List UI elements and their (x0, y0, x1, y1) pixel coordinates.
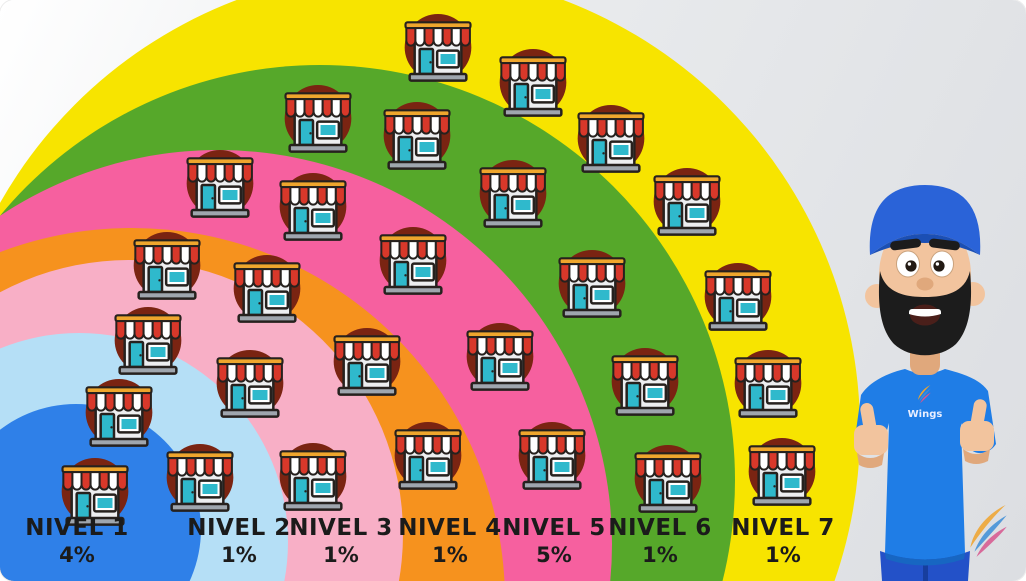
mascot-beard (878, 271, 972, 356)
mascot-nose (916, 277, 934, 291)
shirt-brand-text: Wings (908, 409, 943, 420)
store-icon (491, 39, 575, 119)
wings-logo-icon (970, 505, 1007, 557)
mascot-shirt (854, 369, 996, 566)
store-icon (550, 240, 634, 320)
store-icon (696, 253, 780, 333)
store-icon (603, 338, 687, 418)
store-icon (458, 313, 542, 393)
store-icon (396, 4, 480, 84)
store-icon (158, 434, 242, 514)
store-icon (208, 340, 292, 420)
store-icon (726, 340, 810, 420)
store-icon (371, 217, 455, 297)
store-icon (77, 369, 161, 449)
store-icon (53, 448, 137, 528)
store-icon (510, 412, 594, 492)
shirt-brand-logo: Wings (908, 385, 943, 420)
store-icon (325, 318, 409, 398)
store-icon (225, 245, 309, 325)
mascot-character: Wings (854, 185, 996, 581)
store-icon (375, 92, 459, 172)
store-icon (386, 412, 470, 492)
mascot-thumbs-up (854, 399, 994, 468)
store-icon (106, 297, 190, 377)
store-icon (271, 433, 355, 513)
store-icon (276, 75, 360, 155)
store-icon (471, 150, 555, 230)
store-icon (125, 222, 209, 302)
store-icon (626, 435, 710, 515)
mascot-eyebrows (890, 238, 960, 251)
store-icon (645, 158, 729, 238)
store-icon (271, 163, 355, 243)
store-icon (178, 140, 262, 220)
mascot-cap-icon (869, 185, 981, 255)
mascot-eyes (896, 250, 954, 278)
store-icon (569, 95, 653, 175)
